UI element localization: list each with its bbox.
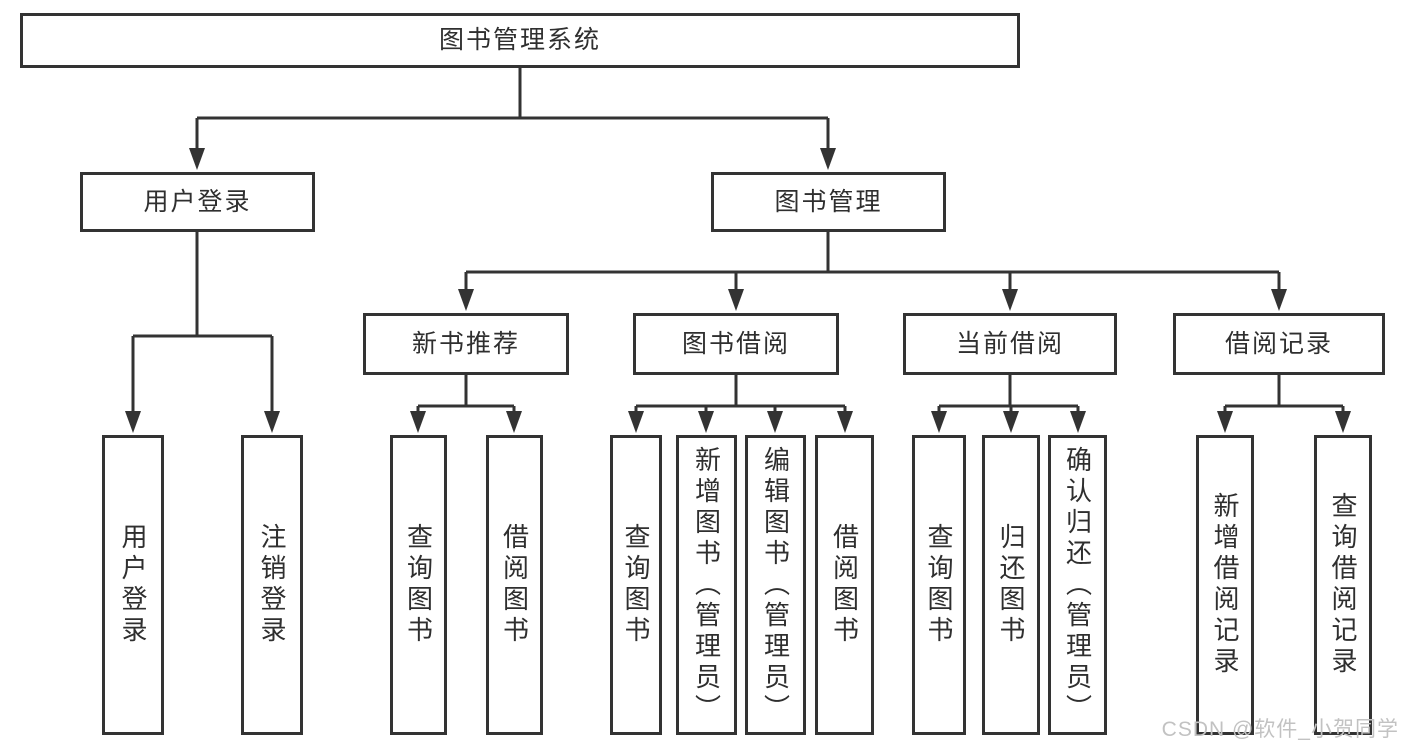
leaf-query-borrow-record: 查询借阅记录 bbox=[1314, 435, 1372, 735]
node-current-borrow: 当前借阅 bbox=[903, 313, 1117, 375]
node-book-borrow: 图书借阅 bbox=[633, 313, 839, 375]
leaf-borrow-books-recommend: 借阅图书 bbox=[486, 435, 543, 735]
node-label: 用户登录 bbox=[143, 187, 252, 216]
node-label: 新书推荐 bbox=[411, 329, 520, 358]
node-label: 借阅图书 bbox=[499, 523, 530, 647]
node-label: 借阅记录 bbox=[1224, 329, 1333, 358]
leaf-borrow-books: 借阅图书 bbox=[815, 435, 874, 735]
node-book-management: 图书管理 bbox=[711, 172, 946, 232]
node-label: 查询借阅记录 bbox=[1328, 492, 1358, 678]
leaf-add-borrow-record: 新增借阅记录 bbox=[1196, 435, 1254, 735]
node-label: 查询图书 bbox=[621, 523, 651, 647]
node-label: 注销登录 bbox=[257, 523, 287, 647]
node-label: 编辑图书（管理员） bbox=[760, 445, 791, 725]
node-label: 查询图书 bbox=[403, 523, 434, 647]
node-label: 用户登录 bbox=[118, 523, 148, 647]
leaf-query-books-borrow: 查询图书 bbox=[610, 435, 662, 735]
leaf-query-books-recommend: 查询图书 bbox=[390, 435, 447, 735]
node-label: 新增图书（管理员） bbox=[691, 445, 722, 725]
leaf-query-books-current: 查询图书 bbox=[912, 435, 966, 735]
node-label: 新增借阅记录 bbox=[1210, 492, 1240, 678]
node-label: 查询图书 bbox=[924, 523, 954, 647]
node-library-system: 图书管理系统 bbox=[20, 13, 1020, 68]
node-label: 图书借阅 bbox=[681, 329, 790, 358]
node-new-book-recommend: 新书推荐 bbox=[363, 313, 569, 375]
node-label: 图书管理 bbox=[774, 187, 883, 216]
leaf-logout: 注销登录 bbox=[241, 435, 303, 735]
node-label: 图书管理系统 bbox=[438, 26, 601, 54]
leaf-user-login: 用户登录 bbox=[102, 435, 164, 735]
node-label: 当前借阅 bbox=[955, 329, 1064, 358]
leaf-return-books: 归还图书 bbox=[982, 435, 1040, 735]
node-label: 归还图书 bbox=[996, 523, 1026, 647]
node-label: 借阅图书 bbox=[829, 523, 860, 647]
node-borrow-records: 借阅记录 bbox=[1173, 313, 1385, 375]
node-label: 确认归还（管理员） bbox=[1062, 445, 1093, 725]
leaf-add-book-admin: 新增图书（管理员） bbox=[676, 435, 737, 735]
leaf-edit-book-admin: 编辑图书（管理员） bbox=[745, 435, 806, 735]
node-user-login: 用户登录 bbox=[80, 172, 315, 232]
watermark: CSDN @软件_小贺同学 bbox=[1161, 718, 1399, 741]
leaf-confirm-return-admin: 确认归还（管理员） bbox=[1048, 435, 1107, 735]
